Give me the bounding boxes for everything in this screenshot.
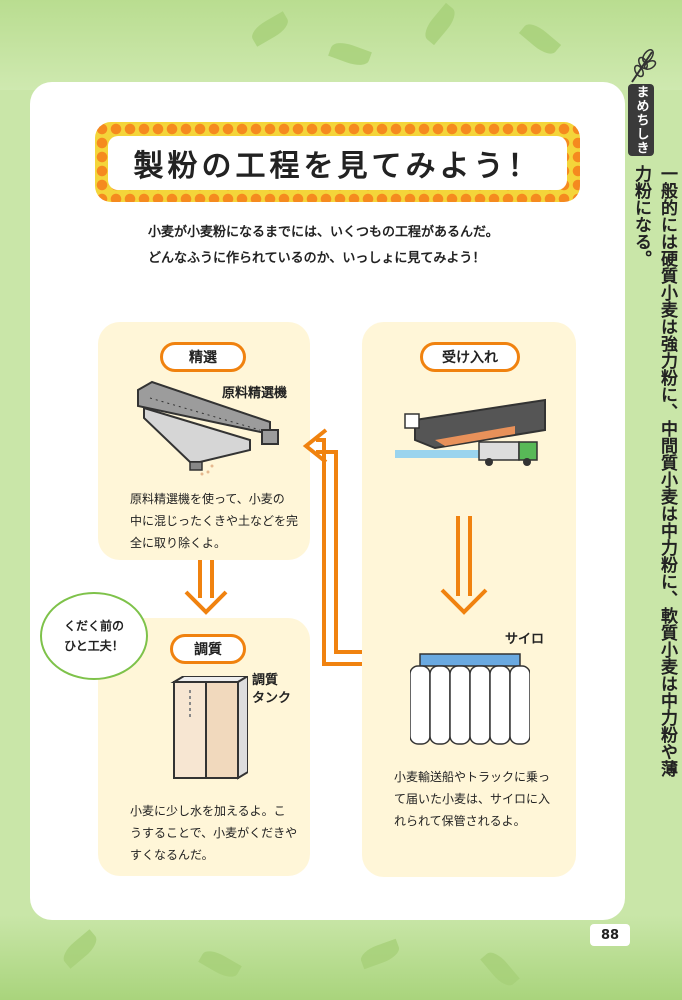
machine-label: 原料精選機 xyxy=(222,386,288,401)
silo-label: サイロ xyxy=(505,632,545,647)
bubble-line: ひと工夫！ xyxy=(64,639,124,653)
bubble-line: くだく前の xyxy=(63,619,124,633)
description-line: て届いた小麦は、サイロに入 xyxy=(394,792,551,806)
badge-choshitsu: 調質 xyxy=(170,634,246,664)
page-number: 88 xyxy=(590,924,630,946)
speech-bubble: くだく前の ひと工夫！ xyxy=(40,592,148,680)
description-line: すくなるんだ。 xyxy=(130,848,214,862)
conditioning-tank-illustration xyxy=(170,676,248,780)
badge-seisen: 精選 xyxy=(160,342,246,372)
description-line: 小麦輸送船やトラックに乗っ xyxy=(394,770,551,784)
wheat-icon xyxy=(631,49,657,83)
badge-ukeire: 受け入れ xyxy=(420,342,520,372)
intro-line: 小麦が小麦粉になるまでには、いくつもの工程があるんだ。 xyxy=(148,225,499,240)
silo-illustration xyxy=(410,653,530,745)
intro-line: どんなふうに作られているのか、いっしょに見てみよう！ xyxy=(148,251,486,266)
description-line: うすることで、小麦がくだきや xyxy=(130,826,298,840)
background-bottom xyxy=(0,915,682,1000)
mame-chishiki-label: まめちしき xyxy=(628,84,654,156)
description-line: 全に取り除くよ。 xyxy=(130,536,227,550)
description-line: 原料精選機を使って、小麦の xyxy=(130,492,285,506)
tank-label-line: タンク xyxy=(252,691,292,706)
description-choshitsu: 小麦に少し水を加えるよ。こ うすることで、小麦がくだきや すくなるんだ。 xyxy=(130,800,310,866)
title-box: 製粉の工程を見てみよう！ xyxy=(108,136,567,190)
separator-machine-illustration xyxy=(137,380,279,476)
description-ukeire: 小麦輸送船やトラックに乗っ て届いた小麦は、サイロに入 れられて保管されるよ。 xyxy=(394,766,574,832)
intro-text: 小麦が小麦粉になるまでには、いくつもの工程があるんだ。 どんなふうに作られている… xyxy=(148,220,548,272)
page-title: 製粉の工程を見てみよう！ xyxy=(133,149,542,184)
ship-and-truck-illustration xyxy=(395,398,546,466)
tank-label: 調質 タンク xyxy=(252,672,291,708)
sidebar-text: 一般的には硬質小麦は強力粉に、中間質小麦は中力粉に、軟質小麦は中力粉や薄力粉にな… xyxy=(631,165,677,777)
description-line: れられて保管されるよ。 xyxy=(394,814,526,828)
description-line: 小麦に少し水を加えるよ。こ xyxy=(130,804,286,818)
description-line: 中に混じったくきや土などを完 xyxy=(130,514,299,528)
tank-label-line: 調質 xyxy=(252,673,279,688)
description-seisen: 原料精選機を使って、小麦の 中に混じったくきや土などを完 全に取り除くよ。 xyxy=(130,488,310,554)
